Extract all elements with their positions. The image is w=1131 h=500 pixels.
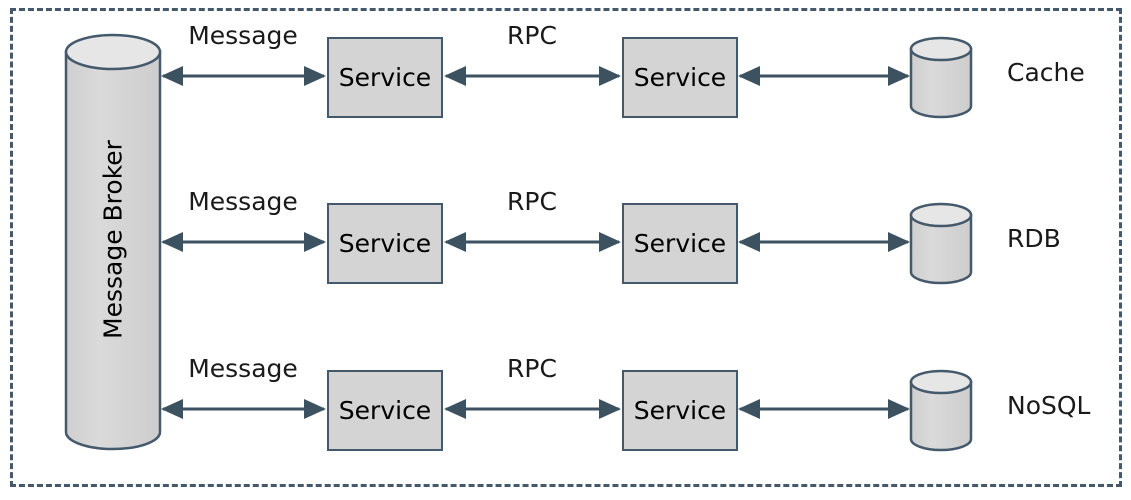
service-box-left-1[interactable]: Service bbox=[327, 37, 443, 118]
service-box-left-2[interactable]: Service bbox=[327, 203, 443, 284]
service-box-label: Service bbox=[338, 63, 432, 92]
service-box-right-2[interactable]: Service bbox=[622, 203, 738, 284]
edge-label-rpc-1: RPC bbox=[507, 21, 557, 50]
edge-label-message-2: Message bbox=[188, 187, 298, 216]
edge-label-rpc-3: RPC bbox=[507, 354, 557, 383]
service-box-label: Service bbox=[633, 396, 727, 425]
store-cylinder-cache bbox=[909, 36, 973, 119]
service-box-label: Service bbox=[338, 229, 432, 258]
service-box-label: Service bbox=[633, 63, 727, 92]
message-broker-cylinder bbox=[64, 33, 162, 451]
store-cylinder-nosql bbox=[909, 369, 973, 452]
store-label-rdb: RDB bbox=[1007, 224, 1061, 253]
service-box-right-3[interactable]: Service bbox=[622, 370, 738, 451]
store-label-nosql: NoSQL bbox=[1007, 391, 1091, 420]
system-boundary bbox=[10, 8, 1122, 487]
service-box-label: Service bbox=[633, 229, 727, 258]
service-box-right-1[interactable]: Service bbox=[622, 37, 738, 118]
edge-label-rpc-2: RPC bbox=[507, 187, 557, 216]
service-box-label: Service bbox=[338, 396, 432, 425]
service-box-left-3[interactable]: Service bbox=[327, 370, 443, 451]
store-label-cache: Cache bbox=[1007, 58, 1085, 87]
edge-label-message-1: Message bbox=[188, 21, 298, 50]
store-cylinder-rdb bbox=[909, 202, 973, 285]
message-broker-label: Message Broker bbox=[98, 140, 128, 339]
edge-label-message-3: Message bbox=[188, 354, 298, 383]
